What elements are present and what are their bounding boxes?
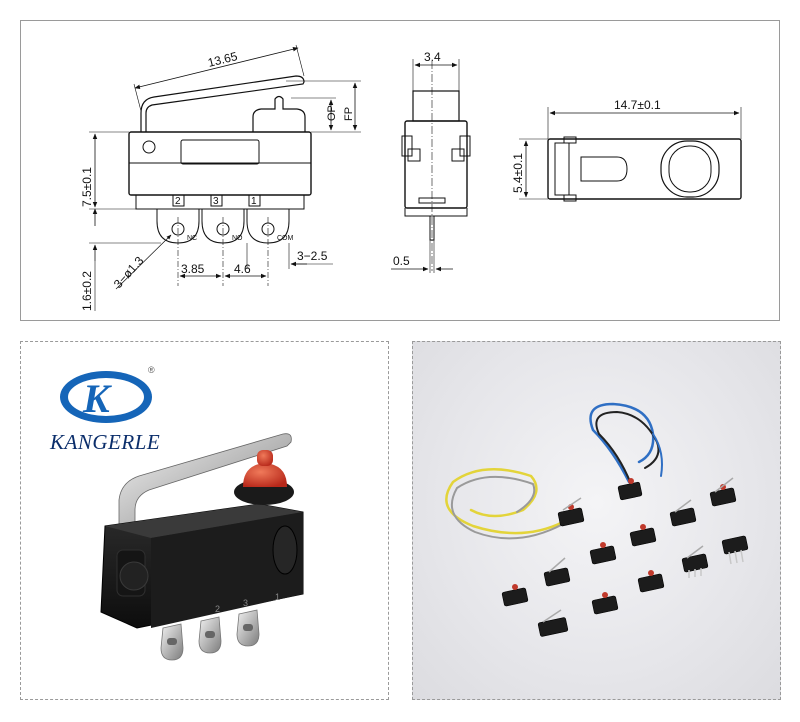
pitch-right-dimension: 4.6	[234, 262, 251, 276]
actuator-tips	[512, 478, 726, 598]
terminal-number-1: 1	[251, 196, 257, 207]
pins	[688, 549, 744, 578]
dimension-drawing: 13.65 OP FP 7.5±0.1 1.6±0.2 3−ø1.3 3.85 …	[80, 44, 742, 311]
product-photo-panel: K ® 2 3 1 KANGERLE	[20, 341, 389, 700]
front-view	[391, 59, 471, 273]
terminal-name-nc: NC	[187, 235, 197, 242]
side-view	[89, 44, 361, 311]
op-dimension: OP	[326, 105, 338, 121]
hole-dimension: 3−ø1.3	[111, 253, 147, 291]
product-photo: K ® 2 3 1	[60, 365, 304, 661]
logo-letter: K	[82, 376, 112, 421]
brand-name: KANGERLE	[50, 430, 161, 454]
top-width-dimension: 5.4±0.1	[511, 153, 525, 193]
technical-drawing-panel: 13.65 OP FP 7.5±0.1 1.6±0.2 3−ø1.3 3.85 …	[20, 20, 780, 321]
terminal-width-dimension: 3−2.5	[297, 249, 328, 263]
top-view	[519, 107, 742, 202]
terminal-number-2: 2	[175, 196, 181, 207]
terminal-name-no: NO	[232, 235, 243, 242]
terminal-number-3: 3	[213, 196, 219, 207]
housing-marking-1: 1	[275, 592, 280, 602]
terminal-height-dimension: 1.6±0.2	[80, 271, 94, 311]
variants-photo	[445, 402, 749, 637]
top-length-dimension: 14.7±0.1	[614, 98, 661, 112]
pitch-left-dimension: 3.85	[181, 262, 205, 276]
thickness-dimension: 0.5	[393, 254, 410, 268]
fp-dimension: FP	[343, 107, 355, 121]
switch-variants	[501, 481, 749, 637]
variants-photo-panel	[412, 341, 781, 700]
height-dimension: 7.5±0.1	[80, 167, 94, 207]
housing-marking-3: 3	[243, 598, 248, 608]
lead-wires	[445, 402, 663, 540]
housing-marking-2: 2	[215, 604, 220, 614]
front-width-dimension: 3.4	[424, 50, 441, 64]
lever-arms	[542, 477, 734, 623]
terminal-name-com: COM	[277, 235, 294, 242]
registered-mark: ®	[148, 365, 155, 375]
kangerle-logo-icon: K	[60, 371, 152, 423]
